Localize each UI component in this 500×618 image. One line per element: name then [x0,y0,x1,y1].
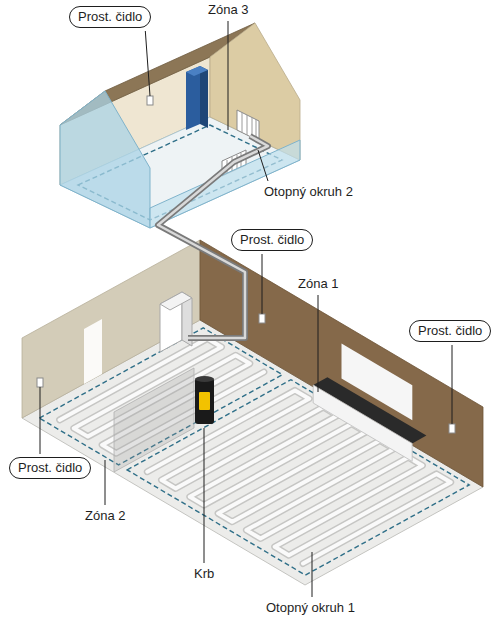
sideboard-front [313,385,412,461]
leader-line [262,254,263,314]
water-tank-top [186,66,208,76]
water-tank-front [186,66,200,130]
room-sensor [449,424,455,433]
callout-text: Prost. čidlo [240,232,304,248]
part-label: Otopný okruh 1 [264,600,357,616]
room-sensor [147,96,153,105]
room-sensor [259,314,265,323]
sensor-callout: Prost. čidlo [9,457,91,479]
leader-line [40,387,41,454]
part-label: Otopný okruh 2 [262,184,355,200]
ground-floor [22,320,483,585]
leader-line [258,150,268,181]
fireplace-stove [195,378,214,424]
leader-line [105,460,106,505]
callout-text: Prost. čidlo [418,323,482,339]
fireplace-top [195,376,214,382]
callout-text: Prost. čidlo [18,460,82,476]
leader-line [312,552,313,597]
leader-line [452,345,453,424]
heat-pump-top [160,292,192,310]
door-opening [84,319,102,384]
sensor-callout: Prost. čidlo [409,320,491,342]
leader-line [204,428,205,563]
part-label: Zóna 1 [296,276,340,292]
front-gable-wall [60,91,150,228]
partition-wall [114,368,194,472]
leader-line [145,31,150,96]
callout-text: Prost. čidlo [78,9,142,25]
part-label: Zóna 3 [206,2,250,18]
sensor-callout: Prost. čidlo [69,6,151,28]
part-label: Zóna 2 [83,508,127,524]
room-sensor [37,378,43,387]
leader-line [228,21,229,130]
water-tank-side [200,66,208,128]
leader-line [318,295,319,392]
part-label: Krb [192,566,216,582]
sensor-callout: Prost. čidlo [231,229,313,251]
fireplace-fire [199,392,210,410]
